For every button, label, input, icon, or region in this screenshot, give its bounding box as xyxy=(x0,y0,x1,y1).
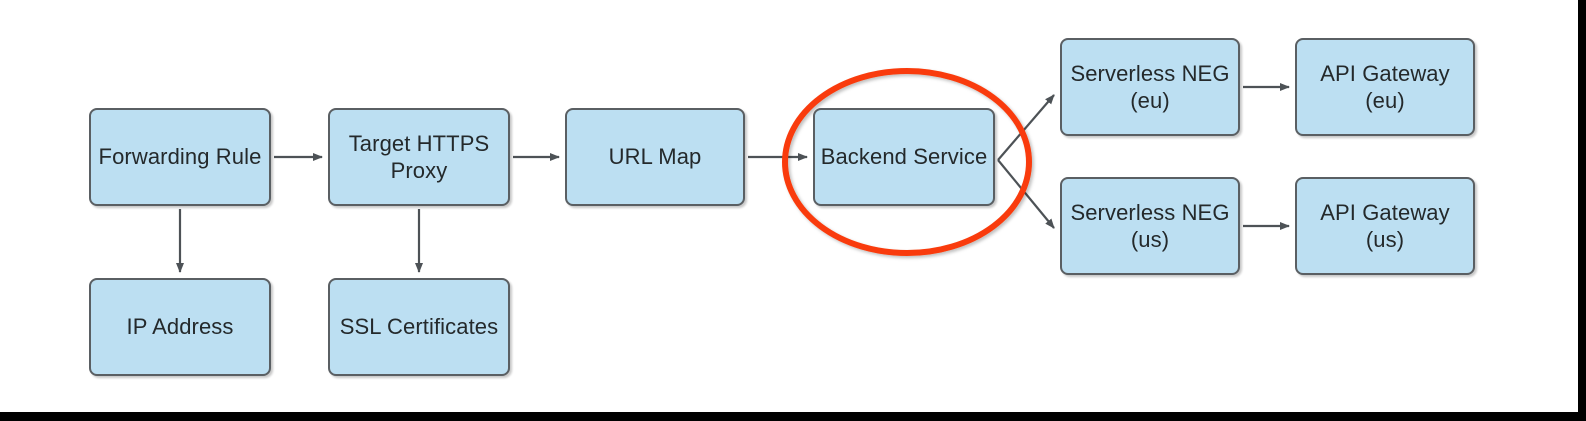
node-label: Serverless NEG (eu) xyxy=(1070,60,1230,114)
node-api-gateway-us[interactable]: API Gateway (us) xyxy=(1295,177,1475,275)
node-label: SSL Certificates xyxy=(339,314,499,340)
node-label: Backend Service xyxy=(820,144,988,170)
bottom-frame-bar xyxy=(0,412,1586,421)
right-frame-bar xyxy=(1578,0,1586,421)
node-url-map[interactable]: URL Map xyxy=(565,108,745,206)
node-api-gateway-eu[interactable]: API Gateway (eu) xyxy=(1295,38,1475,136)
node-label: URL Map xyxy=(608,144,702,170)
node-label: IP Address xyxy=(126,314,234,340)
edge-backend-to-neg-eu xyxy=(997,94,1055,161)
node-ip-address[interactable]: IP Address xyxy=(89,278,271,376)
node-label: API Gateway (us) xyxy=(1320,199,1450,253)
node-forwarding-rule[interactable]: Forwarding Rule xyxy=(89,108,271,206)
node-serverless-neg-eu[interactable]: Serverless NEG (eu) xyxy=(1060,38,1240,136)
node-label: Forwarding Rule xyxy=(98,144,262,170)
node-ssl-certificates[interactable]: SSL Certificates xyxy=(328,278,510,376)
node-target-https-proxy[interactable]: Target HTTPS Proxy xyxy=(328,108,510,206)
node-label: Serverless NEG (us) xyxy=(1070,199,1230,253)
node-label: API Gateway (eu) xyxy=(1320,60,1450,114)
node-label: Target HTTPS Proxy xyxy=(348,130,490,184)
node-backend-service[interactable]: Backend Service xyxy=(813,108,995,206)
node-serverless-neg-us[interactable]: Serverless NEG (us) xyxy=(1060,177,1240,275)
edge-backend-to-neg-us xyxy=(997,159,1055,229)
backend-service-highlight-ellipse xyxy=(782,68,1032,256)
